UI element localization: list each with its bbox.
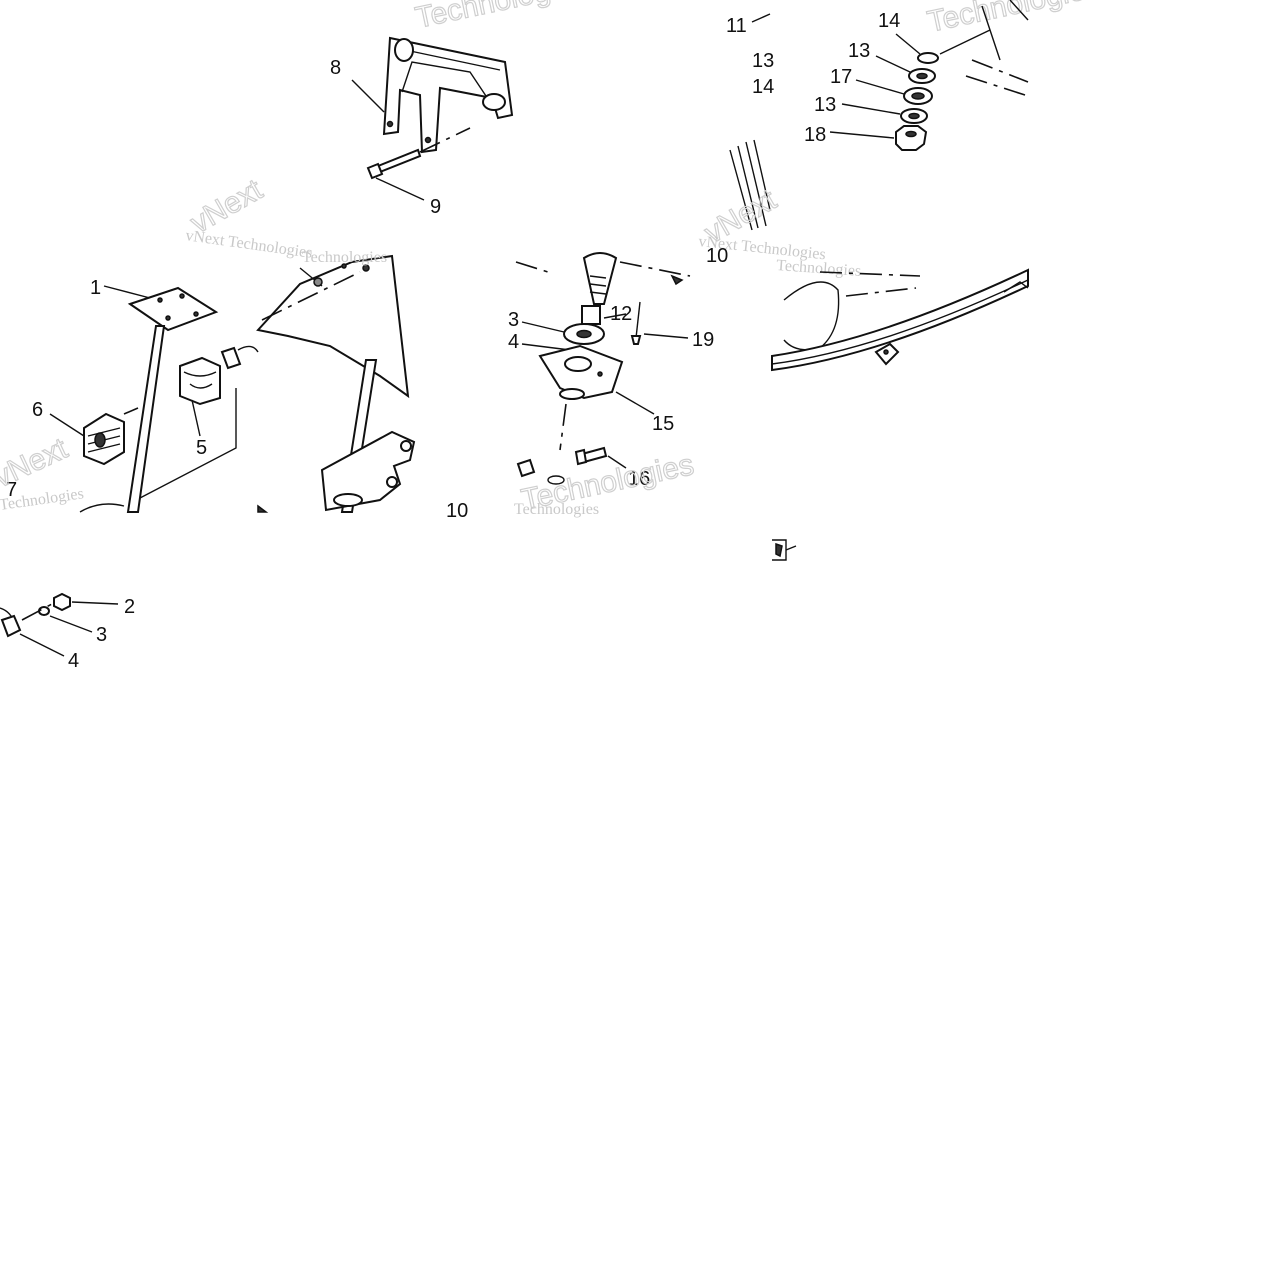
tile-bracket-8: Technologies 8 9 (330, 0, 591, 218)
callout-12: 12 (610, 303, 632, 325)
nut-2 (53, 592, 71, 612)
block-5 (179, 356, 221, 406)
callout-14: 14 (878, 10, 900, 32)
callout-4: 4 (68, 650, 79, 672)
callout-13-lower: 13 (814, 94, 836, 116)
callout-14-arm: 4 (508, 331, 519, 353)
callout-10-lower: 10 (446, 500, 468, 522)
watermark-technologies: Technologies (925, 0, 1103, 39)
tile-ski-frame: Technologies (771, 257, 1029, 561)
tile-steering-column: Technologies 10 (256, 249, 468, 522)
o-ring-14 (917, 52, 939, 64)
tile-steering-post: vNext vNext Technologies 1 5 6 7 vNext T… (0, 172, 313, 514)
callout-11: 11 (726, 15, 747, 37)
watermark-vnext-technologies: vNext Technologies (184, 227, 313, 262)
tile-fasteners-lower: 2 3 4 (0, 592, 135, 672)
callout-1: 1 (90, 277, 101, 299)
bolt-9 (376, 148, 422, 174)
tile-fastener-stack: Technologies 11 13 14 14 13 17 13 18 (726, 0, 1103, 231)
callout-7: 7 (6, 479, 17, 501)
watermark-vnext-lower: vNext (0, 432, 73, 495)
ski-rail (771, 268, 1029, 372)
callout-6: 6 (32, 399, 43, 421)
callout-16: 16 (628, 468, 650, 490)
watermark-technologies-small: Technologies (514, 501, 599, 518)
plate-1 (127, 286, 219, 332)
spindle (582, 252, 618, 305)
steering-post (126, 325, 166, 513)
callout-17: 17 (830, 66, 852, 88)
callout-2: 2 (124, 596, 135, 618)
callout-15: 15 (652, 413, 674, 435)
callout-9: 9 (430, 196, 441, 218)
watermark-technologies-mid: Technologies (302, 249, 387, 266)
callout-10: 10 (706, 245, 728, 267)
callout-8: 8 (330, 57, 341, 79)
mounting-plate (256, 254, 410, 399)
spline-12 (581, 305, 601, 325)
callout-19: 19 (692, 329, 714, 351)
watermark-technologies-right: Technologies (776, 257, 862, 280)
tile-steering-arm: vNext vNext Technologies 10 12 3 4 15 19 (508, 182, 827, 518)
callout-3: 3 (96, 624, 107, 646)
clip-4 (0, 614, 22, 638)
callout-13-partial: 13 (752, 50, 774, 72)
watermark-technologies: Technologies (413, 0, 591, 35)
callout-13-upper: 13 (848, 40, 870, 62)
steering-arm-15 (538, 344, 624, 400)
callout-14-partial: 14 (752, 76, 774, 98)
castle-nut-18 (895, 125, 928, 151)
bracket-8 (382, 36, 514, 154)
callout-13-arm: 3 (508, 309, 519, 331)
callout-5: 5 (196, 437, 207, 459)
callout-18: 18 (804, 124, 826, 146)
